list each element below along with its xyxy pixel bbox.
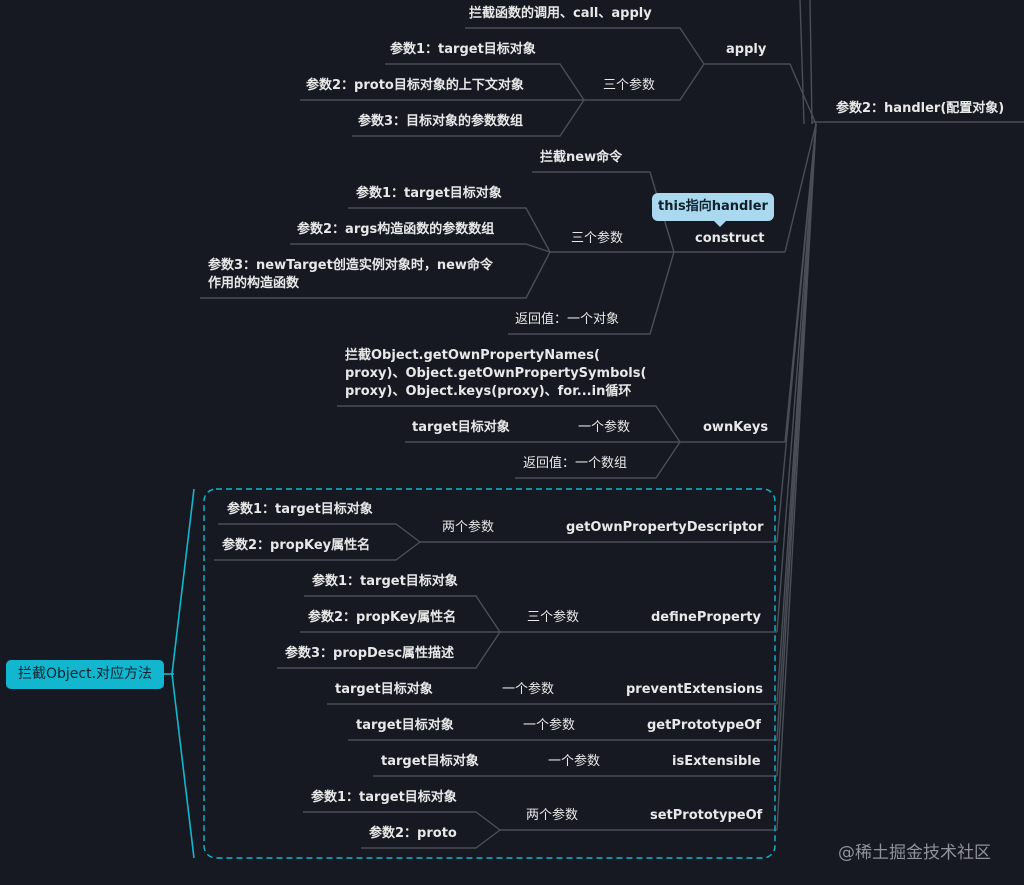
node-ownkeys-desc-line1: 拦截Object.getOwnPropertyNames( <box>345 348 600 363</box>
node-construct-p3-line1: 参数3：newTarget创造实例对象时，new命令 <box>208 258 493 273</box>
node-pe: preventExtensions <box>626 682 763 697</box>
node-spo-params: 两个参数 <box>526 808 579 823</box>
root-node[interactable]: 拦截Object.对应方法 <box>6 660 164 689</box>
callout-this-handler: this指向handler <box>652 193 774 227</box>
construct-ret-link <box>508 251 675 335</box>
node-construct-desc: 拦截new命令 <box>540 150 623 165</box>
node-gpo: getPrototypeOf <box>647 718 761 733</box>
node-spo: setPrototypeOf <box>650 808 763 823</box>
node-gopd-p1: 参数1：target目标对象 <box>227 502 373 517</box>
node-spo-p1: 参数1：target目标对象 <box>311 790 457 805</box>
node-apply-p1: 参数1：target目标对象 <box>390 42 536 57</box>
node-gopd: getOwnPropertyDescriptor <box>566 520 764 535</box>
node-dp-p3: 参数3：propDesc属性描述 <box>285 646 455 661</box>
dp-p3-link <box>277 631 501 669</box>
node-apply-params: 三个参数 <box>603 78 656 93</box>
node-construct-p3-line2: 作用的构造函数 <box>208 276 300 291</box>
node-ownkeys-p1: target目标对象 <box>412 420 510 435</box>
node-apply-p3: 参数3：目标对象的参数数组 <box>358 114 524 129</box>
node-pe-params: 一个参数 <box>502 682 555 697</box>
node-spo-p2: 参数2：proto <box>369 826 457 841</box>
construct-desc-link <box>532 171 675 253</box>
apply-p1-link <box>385 63 585 101</box>
node-ownkeys-desc-line2: proxy)、Object.getOwnPropertySymbols( <box>345 366 647 381</box>
handler-fan-8 <box>776 123 817 831</box>
dp-p1-link <box>304 595 501 633</box>
handler-fan-3 <box>776 123 817 543</box>
node-pe-p1: target目标对象 <box>335 682 433 697</box>
gopd-p1-link <box>218 523 421 543</box>
watermark: @稀土掘金技术社区 <box>838 843 991 863</box>
apply-desc-link <box>465 27 705 65</box>
node-construct: construct <box>695 231 765 246</box>
gopd-p2-link <box>214 541 421 561</box>
construct-p3-link <box>200 251 551 299</box>
handler-fan-top-b <box>809 0 813 125</box>
ownkeys-desc-link <box>337 405 681 443</box>
node-dp: defineProperty <box>651 610 761 625</box>
node-dp-params: 三个参数 <box>527 610 580 625</box>
node-apply: apply <box>726 42 767 57</box>
node-apply-desc: 拦截函数的调用、call、apply <box>469 6 652 21</box>
node-construct-p1: 参数1：target目标对象 <box>356 186 502 201</box>
node-ie-p1: target目标对象 <box>381 754 479 769</box>
boundary-box <box>203 488 776 859</box>
node-construct-p2: 参数2：args构造函数的参数数组 <box>297 222 495 237</box>
node-handler: 参数2：handler(配置对象) <box>836 101 1005 116</box>
apply-params-link <box>584 63 705 101</box>
handler-fan-1 <box>784 123 817 253</box>
construct-p1-link <box>348 207 551 253</box>
node-ie: isExtensible <box>672 754 761 769</box>
node-ownkeys: ownKeys <box>703 420 769 435</box>
node-ie-params: 一个参数 <box>548 754 601 769</box>
node-dp-p1: 参数1：target目标对象 <box>312 574 458 589</box>
boundary-bracket <box>171 488 195 859</box>
node-gopd-params: 两个参数 <box>442 520 495 535</box>
node-ownkeys-desc-line3: proxy)、Object.keys(proxy)、for...in循环 <box>345 384 632 399</box>
construct-p2-link <box>290 243 551 253</box>
node-gpo-params: 一个参数 <box>523 718 576 733</box>
node-ownkeys-params: 一个参数 <box>578 420 631 435</box>
apply-p3-link <box>352 99 585 137</box>
handler-fan-top-a <box>799 0 805 125</box>
handler-fan-4 <box>776 123 817 633</box>
node-construct-params: 三个参数 <box>571 231 624 246</box>
ownkeys-ret-link <box>515 441 681 479</box>
node-gpo-p1: target目标对象 <box>356 718 454 733</box>
node-apply-p2: 参数2：proto目标对象的上下文对象 <box>306 78 524 93</box>
node-construct-ret: 返回值：一个对象 <box>515 312 620 327</box>
node-ownkeys-ret: 返回值：一个数组 <box>523 456 628 471</box>
spo-p1-link <box>303 811 501 831</box>
node-gopd-p2: 参数2：propKey属性名 <box>222 538 371 553</box>
node-dp-p2: 参数2：propKey属性名 <box>308 610 457 625</box>
spo-p2-link <box>361 829 501 849</box>
